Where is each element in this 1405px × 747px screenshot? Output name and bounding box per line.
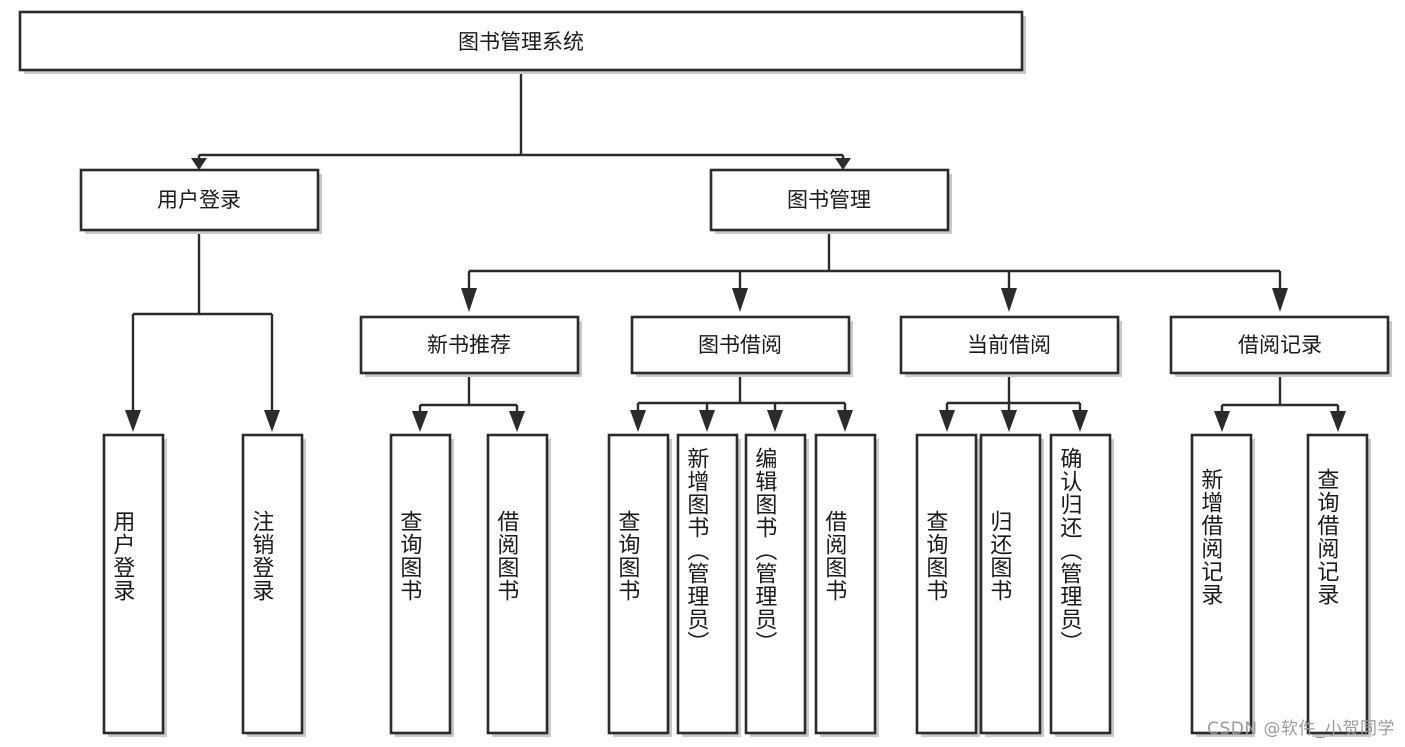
node-current-borrow[interactable]: 当前借阅 — [899, 315, 1122, 377]
leaf-borrowrecord-query[interactable] — [1306, 433, 1371, 737]
node-book-borrow-label: 图书借阅 — [698, 333, 782, 357]
leaf-borrowrecord-add[interactable] — [1190, 433, 1255, 737]
node-book-borrow[interactable]: 图书借阅 — [630, 315, 853, 377]
node-root-label: 图书管理系统 — [458, 30, 584, 54]
node-new-book-recommend-label: 新书推荐 — [427, 333, 511, 357]
leaf-currentborrow-return[interactable] — [979, 433, 1044, 737]
connector-userlogin-to-leaves — [125, 233, 280, 432]
connector-root-to-level2 — [191, 70, 851, 170]
node-root[interactable]: 图书管理系统 — [18, 10, 1026, 74]
leaf-user-login-login[interactable] — [102, 433, 167, 737]
node-user-login[interactable]: 用户登录 — [79, 168, 322, 234]
connector-newbook-to-leaves — [412, 375, 525, 432]
leaf-currentborrow-query[interactable] — [915, 433, 980, 737]
node-book-management[interactable]: 图书管理 — [709, 168, 952, 234]
node-current-borrow-label: 当前借阅 — [967, 333, 1051, 357]
leaf-bookborrow-query[interactable] — [607, 433, 672, 737]
connector-currentborrow-to-leaves — [939, 375, 1088, 432]
watermark-text: CSDN @软件_小贺同学 — [1207, 719, 1395, 739]
leaf-currentborrow-confirm[interactable] — [1049, 433, 1114, 737]
leaf-newbook-borrow[interactable] — [486, 433, 551, 737]
connector-borrowrecord-to-leaves — [1214, 375, 1346, 432]
node-book-management-label: 图书管理 — [787, 188, 871, 212]
node-borrow-record-label: 借阅记录 — [1238, 333, 1322, 357]
node-borrow-record[interactable]: 借阅记录 — [1169, 315, 1392, 377]
node-user-login-label: 用户登录 — [157, 188, 241, 212]
connector-bookmgmt-to-level3 — [461, 233, 1288, 312]
connector-bookborrow-to-leaves — [630, 375, 853, 432]
leaf-bookborrow-edit[interactable] — [744, 433, 809, 737]
leaf-user-login-logout[interactable] — [241, 433, 306, 737]
leaf-bookborrow-add[interactable] — [676, 433, 741, 737]
leaf-newbook-query[interactable] — [389, 433, 454, 737]
node-new-book-recommend[interactable]: 新书推荐 — [359, 315, 582, 377]
leaf-bookborrow-borrow[interactable] — [814, 433, 879, 737]
